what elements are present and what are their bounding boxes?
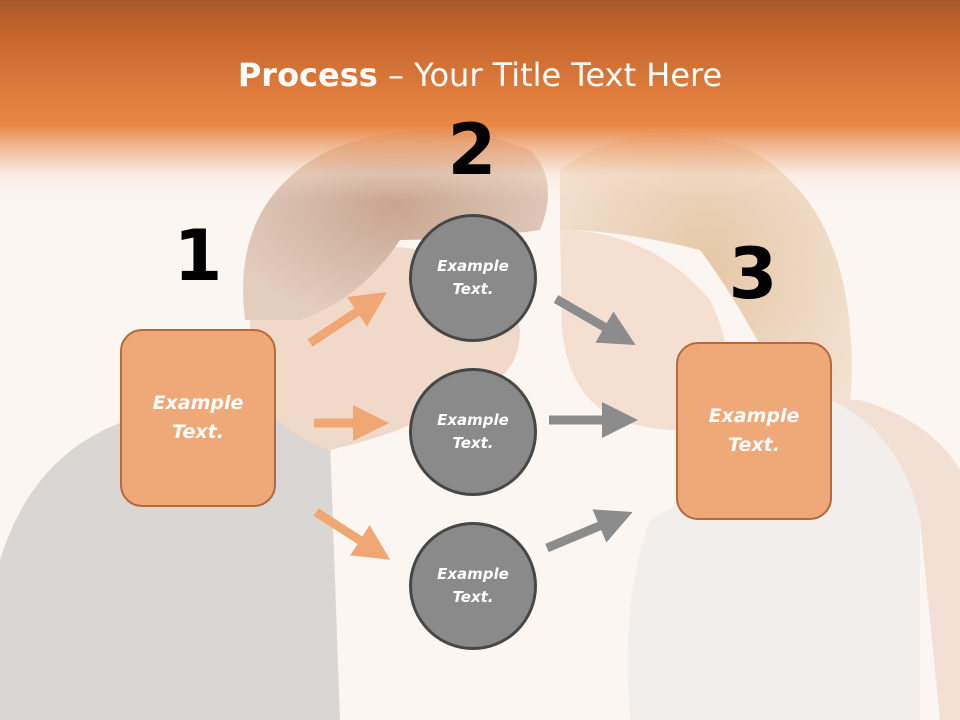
header-band [0, 0, 960, 200]
circle-text: Example Text. [437, 257, 509, 298]
step-1-box-text: Example Text. [152, 392, 244, 443]
step-number-1: 1 [173, 215, 223, 297]
step-3-box-text: Example Text. [708, 405, 800, 456]
slide-title[interactable]: Process – Your Title Text Here [0, 52, 960, 98]
arrow-circle-top-to-3 [553, 295, 636, 346]
step-2-circle-middle[interactable]: Example Text. [409, 368, 537, 496]
step-3-box[interactable]: Example Text. [676, 342, 832, 520]
circle-text: Example Text. [437, 411, 509, 452]
arrow-circle-bottom-to-3 [545, 509, 633, 553]
title-bold: Process [237, 56, 378, 94]
step-2-circle-top[interactable]: Example Text. [409, 214, 537, 342]
step-number-2: 2 [447, 109, 497, 191]
step-number-3: 3 [728, 233, 778, 315]
arrow-1-to-circle-top [307, 292, 388, 347]
circle-text: Example Text. [437, 565, 509, 606]
arrow-1-to-circle-bottom [313, 508, 391, 560]
title-rest: – Your Title Text Here [377, 56, 723, 94]
step-1-box[interactable]: Example Text. [120, 329, 276, 507]
step-2-circle-bottom[interactable]: Example Text. [409, 522, 537, 650]
